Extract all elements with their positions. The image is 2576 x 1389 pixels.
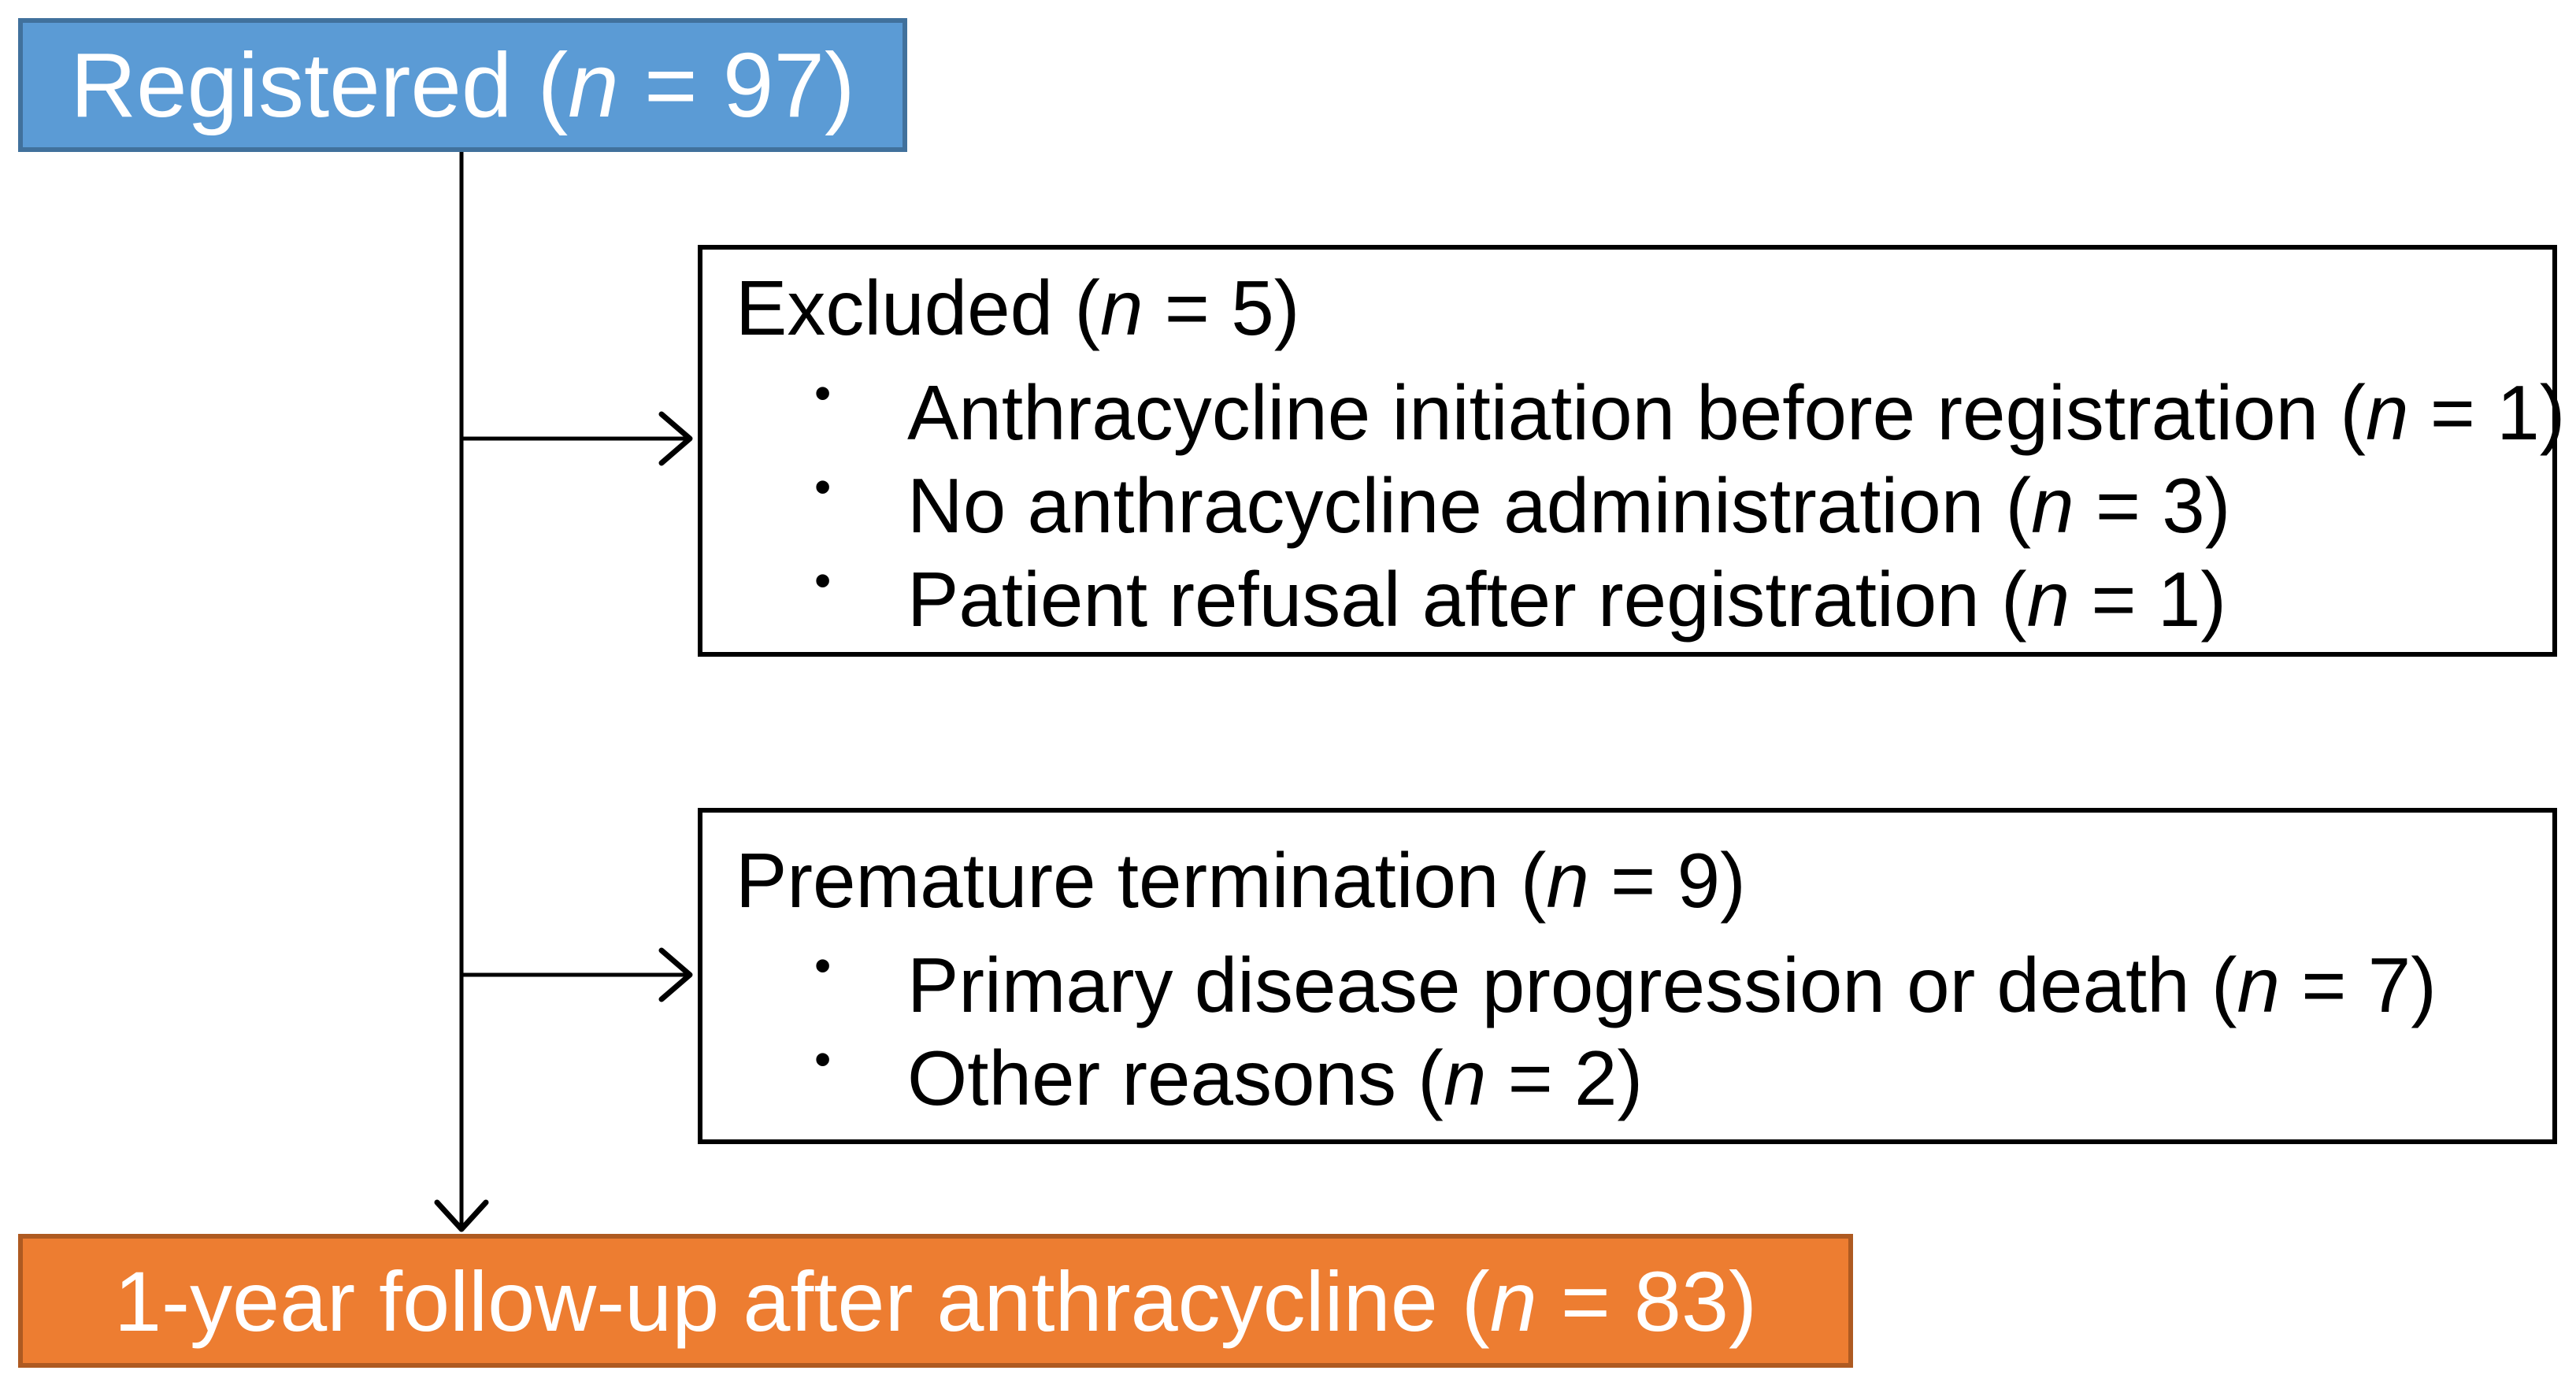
- n-variable: n: [1100, 265, 1143, 351]
- n-variable: n: [2366, 369, 2409, 456]
- n-variable: n: [2237, 941, 2281, 1028]
- premature-reason-list: • Primary disease progression or death (…: [736, 939, 2529, 1123]
- label-text: = 3): [2074, 462, 2231, 550]
- label-text: Premature termination (: [736, 837, 1547, 924]
- n-variable: n: [2031, 462, 2074, 550]
- registered-box: Registered (n = 97): [18, 18, 907, 152]
- n-variable: n: [568, 34, 619, 136]
- premature-termination-box: Premature termination (n = 9) • Primary …: [698, 808, 2557, 1144]
- label-text: Anthracycline initiation before registra…: [907, 369, 2367, 456]
- premature-title: Premature termination (n = 9): [736, 836, 2529, 925]
- registered-label: Registered (n = 97): [70, 32, 854, 138]
- label-text: = 5): [1143, 265, 1300, 351]
- label-text: Excluded (: [736, 265, 1101, 351]
- arrowhead-right-premature-icon: [658, 947, 693, 1002]
- excluded-item-text: No anthracycline administration (n = 3): [907, 462, 2230, 549]
- label-text: = 83): [1536, 1253, 1758, 1349]
- label-text: = 1): [2070, 556, 2227, 643]
- label-text: = 7): [2280, 941, 2437, 1028]
- label-text: No anthracycline administration (: [907, 462, 2032, 550]
- excluded-title: Excluded (n = 5): [736, 264, 2529, 353]
- followup-label: 1-year follow-up after anthracycline (n …: [114, 1252, 1757, 1350]
- label-text: Registered (: [70, 34, 569, 136]
- premature-item-text: Primary disease progression or death (n …: [907, 942, 2437, 1028]
- excluded-reason-list: • Anthracycline initiation before regist…: [736, 366, 2565, 644]
- bullet-icon: •: [814, 366, 832, 420]
- label-text: Patient refusal after registration (: [907, 556, 2027, 643]
- excluded-item-text: Anthracycline initiation before registra…: [907, 369, 2565, 456]
- arrowhead-right-excluded-icon: [658, 411, 693, 466]
- excluded-box: Excluded (n = 5) • Anthracycline initiat…: [698, 245, 2565, 657]
- label-text: = 2): [1486, 1035, 1644, 1122]
- bullet-icon: •: [814, 1032, 832, 1086]
- n-variable: n: [2026, 556, 2070, 643]
- list-item: • Other reasons (n = 2): [736, 1032, 2529, 1123]
- label-text: = 9): [1588, 837, 1746, 924]
- list-item: • Primary disease progression or death (…: [736, 939, 2529, 1030]
- bullet-icon: •: [814, 553, 832, 607]
- followup-box: 1-year follow-up after anthracycline (n …: [18, 1234, 1853, 1368]
- n-variable: n: [1443, 1035, 1487, 1122]
- n-variable: n: [1546, 837, 1589, 924]
- label-text: Primary disease progression or death (: [907, 941, 2237, 1028]
- list-item: • Patient refusal after registration (n …: [736, 553, 2529, 644]
- n-variable: n: [1489, 1253, 1537, 1349]
- arrowhead-down-followup-icon: [434, 1199, 489, 1232]
- list-item: • Anthracycline initiation before regist…: [736, 366, 2565, 457]
- label-text: 1-year follow-up after anthracycline (: [113, 1253, 1490, 1349]
- label-text: = 1): [2408, 369, 2566, 456]
- label-text: Other reasons (: [907, 1035, 1444, 1122]
- bullet-icon: •: [814, 459, 832, 513]
- bullet-icon: •: [814, 939, 832, 993]
- list-item: • No anthracycline administration (n = 3…: [736, 459, 2529, 550]
- excluded-item-text: Patient refusal after registration (n = …: [907, 556, 2226, 643]
- label-text: = 97): [618, 34, 855, 136]
- premature-item-text: Other reasons (n = 2): [907, 1035, 1643, 1121]
